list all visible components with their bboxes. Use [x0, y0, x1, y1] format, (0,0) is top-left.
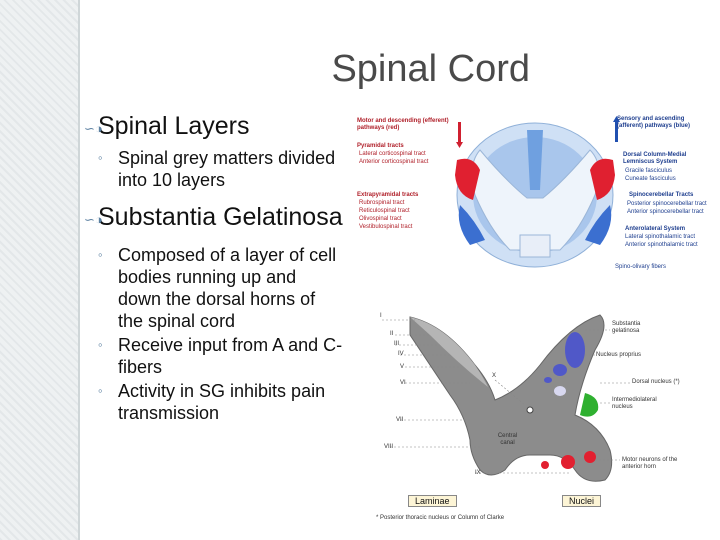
lamina-label: IV: [398, 351, 404, 357]
spinocerebellar-item: Anterior spinocerebellar tract: [627, 209, 704, 215]
side-decoration-band: [0, 0, 78, 540]
laminae-diagram: [382, 314, 630, 482]
extrapyramidal-heading: Extrapyramidal tracts: [357, 192, 419, 198]
spinal-tracts-diagram: [455, 116, 620, 268]
laminae-figure: I II III IV V VI VII VIII IX X Substanti…: [370, 305, 690, 530]
sub-bullet-marker-icon: ◦: [98, 337, 103, 352]
pyramidal-heading: Pyramidal tracts: [357, 143, 404, 149]
pyramidal-item: Lateral corticospinal tract: [359, 151, 426, 157]
anterolateral-heading: Anterolateral System: [625, 226, 686, 232]
spinocerebellar-item: Posterior spinocerebellar tract: [627, 201, 707, 207]
sensory-pathways-heading: Sensory and ascending (afferent) pathway…: [617, 116, 691, 129]
motor-pathways-heading: Motor and descending (efferent) pathways…: [357, 118, 449, 131]
sub-bullet: ◦Composed of a layer of cell bodies runn…: [98, 245, 337, 331]
lamina-label: VII: [396, 417, 404, 423]
dorsal-column-heading: Dorsal Column-Medial Lemniscus System: [623, 152, 687, 165]
lamina-label: I: [380, 313, 382, 319]
nuclei-box: Nuclei: [562, 495, 602, 507]
spinal-tracts-figure: Motor and descending (efferent) pathways…: [355, 110, 710, 275]
dorsal-column-item: Gracile fasciculus: [625, 168, 673, 174]
extrapyramidal-item: Rubrospinal tract: [359, 200, 405, 206]
sub-bullet-marker-icon: ◦: [98, 247, 103, 262]
sub-bullet: ◦Activity in SG inhibits pain transmissi…: [98, 381, 326, 423]
extrapyramidal-item: Vestibulospinal tract: [359, 224, 413, 230]
nucleus-label: Motor neurons of the anterior horn: [622, 457, 678, 470]
dorsal-column-item: Cuneate fasciculus: [625, 176, 676, 182]
footnote: * Posterior thoracic nucleus or Column o…: [376, 515, 505, 521]
lamina-label: X: [492, 373, 497, 379]
nucleus-label: Intermediolateral nucleus: [612, 397, 657, 410]
laminae-box: Laminae: [408, 495, 457, 507]
bullet-marker-icon: ∽◑: [84, 121, 103, 136]
lamina-label: V: [400, 364, 405, 370]
sub-bullet: ◦Receive input from A and C-fibers: [98, 335, 343, 377]
extrapyramidal-item: Olivospinal tract: [359, 216, 402, 222]
nucleus-label: Nucleus proprius: [596, 352, 642, 358]
lamina-label: II: [390, 331, 394, 337]
extrapyramidal-item: Reticulospinal tract: [359, 208, 410, 214]
side-decoration-edge: [78, 0, 80, 540]
bullet-list: ∽◑Spinal Layers ◦Spinal grey matters div…: [84, 112, 344, 426]
spinocerebellar-heading: Spinocerebellar Tracts: [629, 192, 694, 198]
spino-olivary-label: Spino-olivary fibers: [615, 264, 667, 270]
lamina-label: IX: [475, 470, 481, 476]
lamina-label: VI: [400, 380, 406, 386]
lamina-label: VIII: [384, 444, 394, 450]
nucleus-label: Dorsal nucleus (*): [632, 379, 680, 385]
central-canal-label: Central canal: [497, 433, 518, 446]
nucleus-label: Substantia gelatinosa: [612, 321, 641, 334]
bullet-marker-icon: ∽◑: [84, 212, 103, 227]
slide-title: Spinal Cord: [331, 48, 530, 90]
anterolateral-item: Anterior spinothalamic tract: [625, 242, 698, 248]
anterolateral-item: Lateral spinothalamic tract: [625, 234, 696, 240]
lamina-label: III: [394, 341, 400, 347]
sub-bullet: ◦Spinal grey matters divided into 10 lay…: [98, 148, 336, 190]
sub-bullet-marker-icon: ◦: [98, 150, 103, 165]
pyramidal-item: Anterior corticospinal tract: [359, 159, 429, 165]
sub-bullet-marker-icon: ◦: [98, 383, 103, 398]
bullet-spinal-layers: ∽◑Spinal Layers: [84, 112, 344, 141]
bullet-substantia-gelatinosa: ∽◑Substantia Gelatinosa: [84, 203, 344, 232]
